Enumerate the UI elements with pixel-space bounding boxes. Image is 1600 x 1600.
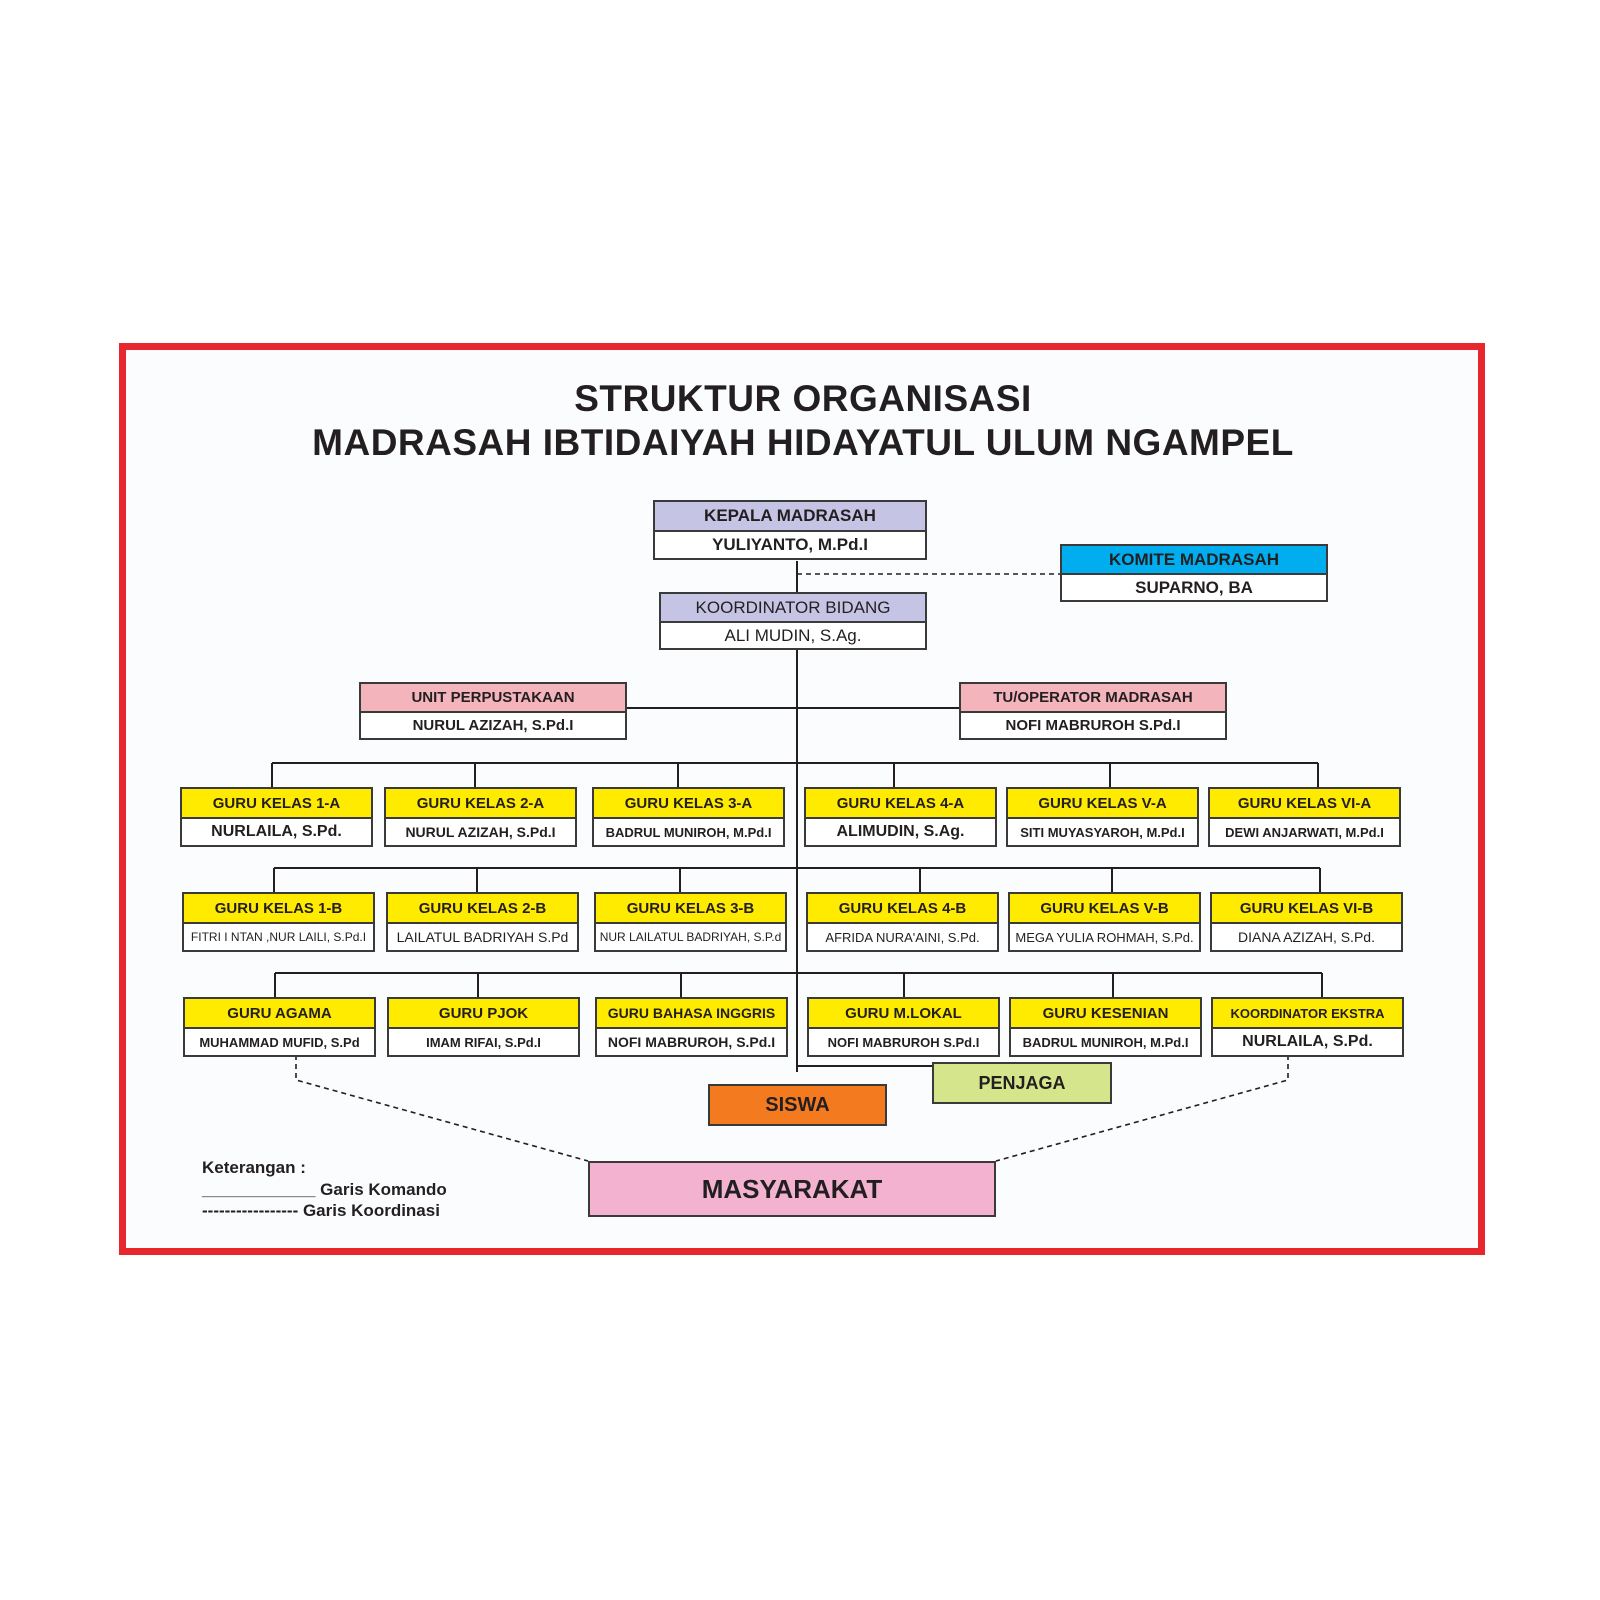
guru-kelas-1a-box: GURU KELAS 1-A NURLAILA, S.Pd. bbox=[180, 787, 373, 847]
guru-kelas-3a-name: BADRUL MUNIROH, M.Pd.I bbox=[605, 824, 772, 840]
koordinator-bidang-title: KOORDINATOR BIDANG bbox=[661, 594, 925, 623]
guru-kelas-5a-box: GURU KELAS V-A SITI MUYASYAROH, M.Pd.I bbox=[1006, 787, 1199, 847]
koordinator-ekstra-name: NURLAILA, S.Pd. bbox=[1242, 1033, 1373, 1050]
guru-kelas-4b-box: GURU KELAS 4-B AFRIDA NURA'AINI, S.Pd. bbox=[806, 892, 999, 952]
guru-kelas-4b-name: AFRIDA NURA'AINI, S.Pd. bbox=[825, 929, 980, 945]
guru-kelas-4a-title: GURU KELAS 4-A bbox=[806, 789, 995, 819]
komite-madrasah-box: KOMITE MADRASAH SUPARNO, BA bbox=[1060, 544, 1328, 602]
guru-kelas-5b-box: GURU KELAS V-B MEGA YULIA ROHMAH, S.Pd. bbox=[1008, 892, 1201, 952]
guru-pjok-title: GURU PJOK bbox=[389, 999, 578, 1029]
chart-title-line1: STRUKTUR ORGANISASI bbox=[574, 378, 1032, 419]
guru-kelas-6a-name: DEWI ANJARWATI, M.Pd.I bbox=[1225, 824, 1384, 840]
guru-kelas-2a-name: NURUL AZIZAH, S.Pd.I bbox=[405, 824, 556, 840]
guru-kelas-5b-title: GURU KELAS V-B bbox=[1010, 894, 1199, 924]
guru-kelas-3a-box: GURU KELAS 3-A BADRUL MUNIROH, M.Pd.I bbox=[592, 787, 785, 847]
guru-kelas-5b-name: MEGA YULIA ROHMAH, S.Pd. bbox=[1015, 929, 1194, 945]
guru-kelas-1a-title: GURU KELAS 1-A bbox=[182, 789, 371, 819]
guru-kelas-2a-title: GURU KELAS 2-A bbox=[386, 789, 575, 819]
guru-kelas-3b-name: NUR LAILATUL BADRIYAH, S.P.d bbox=[599, 930, 782, 944]
guru-kelas-3a-title: GURU KELAS 3-A bbox=[594, 789, 783, 819]
guru-agama-name: MUHAMMAD MUFID, S.Pd bbox=[199, 1034, 360, 1050]
legend-heading: Keterangan : bbox=[202, 1158, 306, 1177]
siswa-box: SISWA bbox=[708, 1084, 887, 1126]
masyarakat-box: MASYARAKAT bbox=[588, 1161, 996, 1217]
guru-pjok-name: IMAM RIFAI, S.Pd.I bbox=[426, 1034, 541, 1050]
koordinator-bidang-name: ALI MUDIN, S.Ag. bbox=[724, 625, 862, 645]
guru-agama-title: GURU AGAMA bbox=[185, 999, 374, 1029]
guru-kelas-1b-box: GURU KELAS 1-B FITRI I NTAN ,NUR LAILI, … bbox=[182, 892, 375, 952]
tu-operator-title: TU/OPERATOR MADRASAH bbox=[961, 684, 1225, 713]
guru-kelas-3b-box: GURU KELAS 3-B NUR LAILATUL BADRIYAH, S.… bbox=[594, 892, 787, 952]
guru-pjok-box: GURU PJOK IMAM RIFAI, S.Pd.I bbox=[387, 997, 580, 1057]
unit-perpustakaan-title: UNIT PERPUSTAKAAN bbox=[361, 684, 625, 713]
tu-operator-name: NOFI MABRUROH S.Pd.I bbox=[1005, 717, 1181, 734]
legend-garis-koordinasi: ----------------- Garis Koordinasi bbox=[202, 1201, 440, 1220]
guru-kesenian-name: BADRUL MUNIROH, M.Pd.I bbox=[1022, 1034, 1189, 1050]
guru-kelas-6a-title: GURU KELAS VI-A bbox=[1210, 789, 1399, 819]
guru-kelas-2b-name: LAILATUL BADRIYAH S.Pd bbox=[396, 929, 569, 945]
guru-kelas-1a-name: NURLAILA, S.Pd. bbox=[211, 823, 342, 840]
komite-madrasah-name: SUPARNO, BA bbox=[1135, 577, 1253, 597]
guru-kelas-5a-title: GURU KELAS V-A bbox=[1008, 789, 1197, 819]
guru-kelas-4b-title: GURU KELAS 4-B bbox=[808, 894, 997, 924]
guru-kelas-4a-box: GURU KELAS 4-A ALIMUDIN, S.Ag. bbox=[804, 787, 997, 847]
guru-bahasa-inggris-title: GURU BAHASA INGGRIS bbox=[597, 999, 786, 1029]
guru-kelas-1b-title: GURU KELAS 1-B bbox=[184, 894, 373, 924]
guru-kelas-2b-box: GURU KELAS 2-B LAILATUL BADRIYAH S.Pd bbox=[386, 892, 579, 952]
tu-operator-box: TU/OPERATOR MADRASAH NOFI MABRUROH S.Pd.… bbox=[959, 682, 1227, 740]
guru-kelas-6b-title: GURU KELAS VI-B bbox=[1212, 894, 1401, 924]
guru-kelas-6a-box: GURU KELAS VI-A DEWI ANJARWATI, M.Pd.I bbox=[1208, 787, 1401, 847]
guru-kelas-5a-name: SITI MUYASYAROH, M.Pd.I bbox=[1020, 824, 1185, 840]
guru-kelas-3b-title: GURU KELAS 3-B bbox=[596, 894, 785, 924]
guru-mlokal-title: GURU M.LOKAL bbox=[809, 999, 998, 1029]
kepala-madrasah-name: YULIYANTO, M.Pd.I bbox=[712, 535, 868, 554]
kepala-madrasah-box: KEPALA MADRASAH YULIYANTO, M.Pd.I bbox=[653, 500, 927, 560]
guru-kesenian-box: GURU KESENIAN BADRUL MUNIROH, M.Pd.I bbox=[1009, 997, 1202, 1057]
guru-agama-box: GURU AGAMA MUHAMMAD MUFID, S.Pd bbox=[183, 997, 376, 1057]
penjaga-box: PENJAGA bbox=[932, 1062, 1112, 1104]
chart-title-line2: MADRASAH IBTIDAIYAH HIDAYATUL ULUM NGAMP… bbox=[312, 422, 1294, 463]
kepala-madrasah-title: KEPALA MADRASAH bbox=[655, 502, 925, 532]
koordinator-ekstra-box: KOORDINATOR EKSTRA NURLAILA, S.Pd. bbox=[1211, 997, 1404, 1057]
guru-kelas-4a-name: ALIMUDIN, S.Ag. bbox=[836, 823, 965, 840]
guru-mlokal-name: NOFI MABRUROH S.Pd.I bbox=[827, 1034, 980, 1050]
guru-kelas-2b-title: GURU KELAS 2-B bbox=[388, 894, 577, 924]
koordinator-ekstra-title: KOORDINATOR EKSTRA bbox=[1213, 999, 1402, 1029]
legend-garis-komando: ____________ Garis Komando bbox=[202, 1180, 447, 1199]
guru-mlokal-box: GURU M.LOKAL NOFI MABRUROH S.Pd.I bbox=[807, 997, 1000, 1057]
guru-bahasa-inggris-name: NOFI MABRUROH, S.Pd.I bbox=[607, 1034, 776, 1050]
guru-kelas-6b-name: DIANA AZIZAH, S.Pd. bbox=[1238, 929, 1375, 945]
unit-perpustakaan-box: UNIT PERPUSTAKAAN NURUL AZIZAH, S.Pd.I bbox=[359, 682, 627, 740]
guru-kesenian-title: GURU KESENIAN bbox=[1011, 999, 1200, 1029]
guru-kelas-1b-name: FITRI I NTAN ,NUR LAILI, S.Pd.I bbox=[190, 930, 367, 944]
guru-kelas-6b-box: GURU KELAS VI-B DIANA AZIZAH, S.Pd. bbox=[1210, 892, 1403, 952]
unit-perpustakaan-name: NURUL AZIZAH, S.Pd.I bbox=[412, 717, 574, 734]
komite-madrasah-title: KOMITE MADRASAH bbox=[1062, 546, 1326, 575]
guru-kelas-2a-box: GURU KELAS 2-A NURUL AZIZAH, S.Pd.I bbox=[384, 787, 577, 847]
koordinator-bidang-box: KOORDINATOR BIDANG ALI MUDIN, S.Ag. bbox=[659, 592, 927, 650]
guru-bahasa-inggris-box: GURU BAHASA INGGRIS NOFI MABRUROH, S.Pd.… bbox=[595, 997, 788, 1057]
